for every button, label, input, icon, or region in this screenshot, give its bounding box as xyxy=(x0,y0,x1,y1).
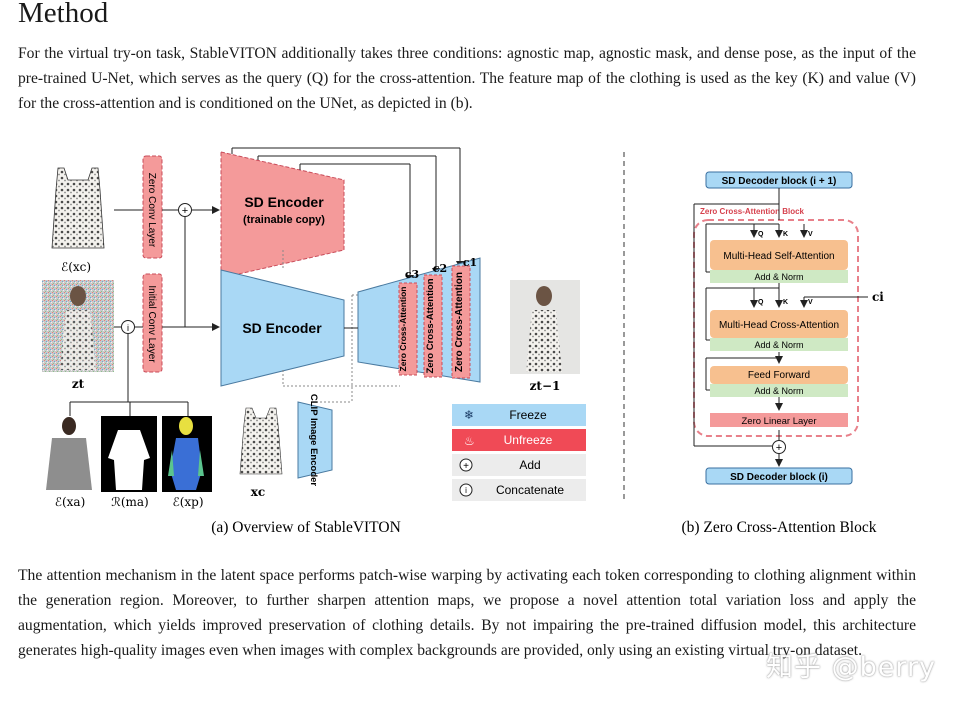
concat-symbol-text: i xyxy=(127,323,129,333)
zero-linear-layer xyxy=(710,413,848,427)
zero-cross-attention-block-frame xyxy=(693,219,859,437)
copy-to-attention-lines xyxy=(231,147,464,283)
label-agnostic: ℰ(xa) xyxy=(55,495,86,509)
agnostic-mask-image xyxy=(101,416,157,492)
sd-encoder-label: SD Encoder xyxy=(242,320,322,336)
decoder-top-label: SD Decoder block (i + 1) xyxy=(722,176,837,187)
add-symbol-icon xyxy=(178,203,192,217)
caption-b: (b) Zero Cross-Attention Block xyxy=(681,519,876,536)
flame-icon: ♨ xyxy=(464,434,475,448)
clothing-xc-image xyxy=(232,402,288,478)
label-zt: zt xyxy=(72,377,85,391)
cross-attention-box xyxy=(710,310,848,338)
architecture-diagram: ℰ(xc) zt ℰ(xa) ℛ(ma) ℰ(xp) Zero Conv Lay… xyxy=(42,147,884,536)
sd-decoder xyxy=(357,257,481,383)
section-title: Method xyxy=(18,0,109,29)
paragraph-intro: For the virtual try-on task, StableVITON… xyxy=(18,45,916,112)
agnostic-image xyxy=(42,416,96,492)
main-connectors xyxy=(162,206,220,331)
k-label-1: K xyxy=(783,231,788,238)
noisy-person-image xyxy=(42,280,114,372)
legend-unfreeze-swatch xyxy=(452,429,586,451)
decoder-block-bottom xyxy=(705,467,853,485)
add-norm-2 xyxy=(710,338,848,351)
add-norm-1 xyxy=(710,270,848,283)
zero-linear-label: Zero Linear Layer xyxy=(742,416,817,427)
q-label-2: Q xyxy=(758,299,764,306)
self-attention-label: Multi-Head Self-Attention xyxy=(723,251,834,262)
decoder-bottom-label: SD Decoder block (i) xyxy=(730,472,828,483)
clip-encoder-label: CLIP Image Encoder xyxy=(308,394,319,487)
legend-freeze-swatch xyxy=(452,404,586,426)
label-xc: xc xyxy=(251,485,265,499)
add-norm-label-2: Add & Norm xyxy=(754,340,803,350)
block-connectors xyxy=(693,188,868,467)
label-pose: ℰ(xp) xyxy=(172,495,203,509)
legend-concat-icon xyxy=(459,483,473,497)
watermark: 知乎 @berry xyxy=(766,652,937,683)
initial-conv-label: Initial Conv Layer xyxy=(146,285,157,363)
v-label-1: V xyxy=(808,231,813,238)
zero-conv-label: Zero Conv Layer xyxy=(146,173,157,248)
legend-concat-symbol: i xyxy=(465,486,467,495)
legend-add-swatch xyxy=(452,454,586,476)
q-label-1: Q xyxy=(758,231,764,238)
densepose-image xyxy=(162,416,212,492)
block-title: Zero Cross-Attention Block xyxy=(700,207,805,216)
add-norm-label-3: Add & Norm xyxy=(754,386,803,396)
feed-forward-box xyxy=(710,366,848,384)
sd-encoder-copy-subtitle: (trainable copy) xyxy=(243,214,325,226)
zero-cross-attention-c3 xyxy=(398,282,418,376)
method-figure: ℰ(xc) zt ℰ(xa) ℛ(ma) ℰ(xp) Zero Conv Lay… xyxy=(0,140,954,540)
sd-encoder-trainable-copy xyxy=(220,151,345,279)
zero-cross-attention-c1 xyxy=(451,265,471,379)
legend-concat-swatch xyxy=(452,479,586,501)
legend-add: Add xyxy=(519,458,540,472)
label-c1: c1 xyxy=(463,256,477,269)
k-label-2: K xyxy=(783,299,788,306)
zca-label-c1: Zero Cross-Attention xyxy=(454,272,465,372)
add-symbol-text: + xyxy=(182,205,188,217)
legend-unfreeze: Unfreeze xyxy=(504,433,553,447)
clothing-image xyxy=(42,160,114,254)
clip-image-encoder xyxy=(297,401,333,479)
legend-freeze: Freeze xyxy=(509,408,547,422)
zero-cross-attention-c2 xyxy=(423,274,443,378)
zca-label-c2: Zero Cross-Attention xyxy=(425,278,436,373)
zca-label-c3: Zero Cross-Attention xyxy=(398,287,408,372)
initial-conv-layer xyxy=(142,273,163,373)
paragraph-attention: The attention mechanism in the latent sp… xyxy=(18,567,916,659)
ci-label: ci xyxy=(872,290,884,304)
label-clothing-latent: ℰ(xc) xyxy=(61,260,91,274)
legend: ❄ Freeze ♨ Unfreeze + Add i Concatenate xyxy=(452,404,586,501)
legend-add-icon xyxy=(459,458,473,472)
label-c3: c3 xyxy=(405,268,419,281)
block-add-icon xyxy=(772,440,786,454)
cross-attention-label: Multi-Head Cross-Attention xyxy=(719,320,839,331)
clip-dotted-lines xyxy=(282,250,400,403)
snowflake-icon: ❄ xyxy=(464,408,474,422)
legend-concatenate: Concatenate xyxy=(496,483,564,497)
block-add-symbol: + xyxy=(776,442,782,454)
label-c2: c2 xyxy=(433,262,447,275)
sd-encoder-copy-title: SD Encoder xyxy=(244,194,324,210)
caption-a: (a) Overview of StableVITON xyxy=(211,519,401,536)
label-zt-minus-1: zt−1 xyxy=(530,379,561,393)
sd-encoder xyxy=(220,269,345,387)
add-norm-3 xyxy=(710,384,848,397)
output-person-image xyxy=(510,280,580,374)
feed-forward-label: Feed Forward xyxy=(748,370,810,381)
zero-conv-layer xyxy=(142,155,163,259)
label-mask: ℛ(ma) xyxy=(111,495,148,509)
add-norm-label-1: Add & Norm xyxy=(754,272,803,282)
v-label-2: V xyxy=(808,299,813,306)
legend-add-symbol: + xyxy=(463,461,469,472)
condition-connectors xyxy=(69,209,189,416)
self-attention-box xyxy=(710,240,848,270)
